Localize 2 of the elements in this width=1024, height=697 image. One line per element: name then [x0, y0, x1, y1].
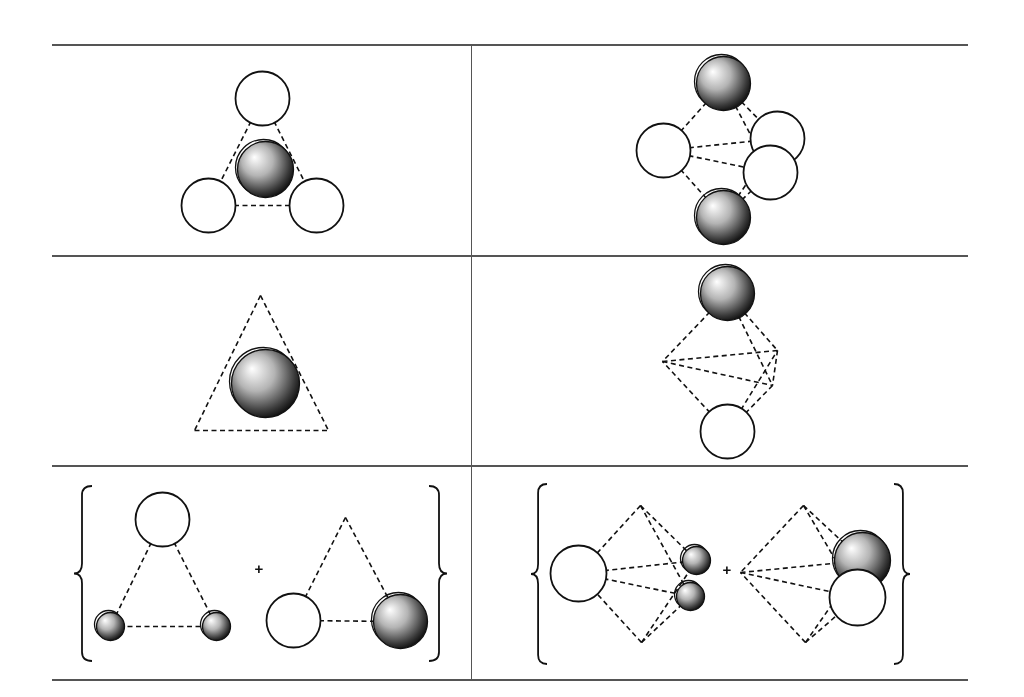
plus-sign: +	[722, 561, 732, 577]
plus-sign: +	[254, 560, 264, 576]
